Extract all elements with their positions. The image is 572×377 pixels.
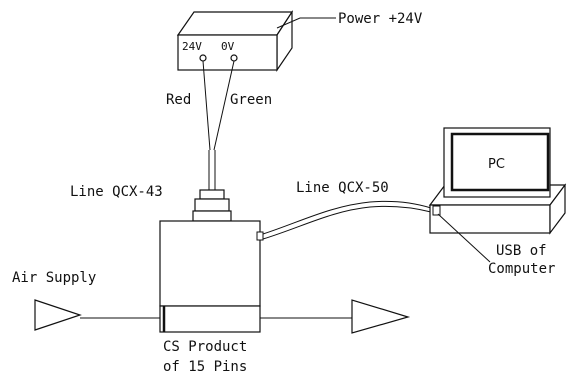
- red-wire: [202, 60, 211, 151]
- line-qcx50-label: Line QCX-50: [296, 180, 389, 196]
- cs-product-label-line1: CS Product: [163, 339, 247, 355]
- usb-label-line2: Computer: [488, 261, 555, 277]
- pc-screen-label: PC: [488, 157, 505, 172]
- terminal-0v-label: 0V: [221, 40, 235, 53]
- cable-qcx50-bottom: [262, 205, 432, 240]
- terminal-0v: [230, 54, 238, 62]
- connector-qcx43: [192, 189, 232, 222]
- usb-label-leader: [437, 213, 491, 263]
- cs-product-label-line2: of 15 Pins: [163, 359, 247, 375]
- green-wire-label: Green: [230, 92, 272, 108]
- usb-label-line1: USB of: [496, 243, 547, 259]
- line-qcx43-label: Line QCX-43: [70, 184, 163, 200]
- power-supply-box: [176, 9, 294, 72]
- air-supply-label: Air Supply: [12, 270, 96, 286]
- air-inlet-arrow: [34, 299, 82, 331]
- terminal-24v: [199, 54, 207, 62]
- red-wire-label: Red: [166, 92, 191, 108]
- pc-monitor: [443, 127, 551, 198]
- terminal-24v-label: 24V: [182, 40, 202, 53]
- cs-product: [159, 220, 264, 333]
- green-wire: [213, 60, 235, 151]
- power-label-leader: [276, 17, 336, 29]
- air-outlet-arrow: [351, 299, 411, 334]
- power-label: Power +24V: [338, 11, 423, 27]
- cable-qcx50-top: [262, 200, 432, 235]
